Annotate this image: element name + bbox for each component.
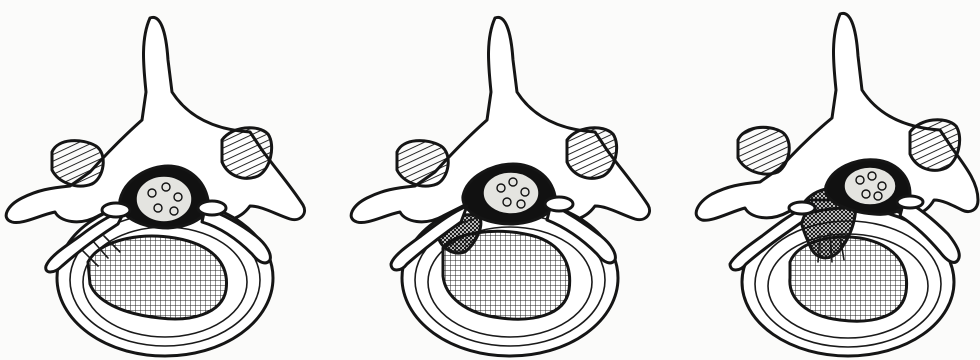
left-facet (738, 127, 789, 174)
panel-2-vertebra (351, 17, 649, 356)
left-facet (52, 141, 103, 186)
left-ganglion (789, 202, 815, 214)
right-facet (222, 128, 272, 179)
right-facet (567, 128, 617, 179)
right-ganglion (198, 201, 226, 215)
right-ganglion (897, 196, 923, 208)
nucleus-pulposus (790, 237, 907, 321)
panel-3-vertebra (696, 13, 978, 356)
panel-1-vertebra (6, 17, 304, 356)
right-facet (910, 120, 960, 171)
right-ganglion (545, 197, 573, 211)
left-facet (397, 141, 448, 186)
left-ganglion (102, 203, 130, 217)
